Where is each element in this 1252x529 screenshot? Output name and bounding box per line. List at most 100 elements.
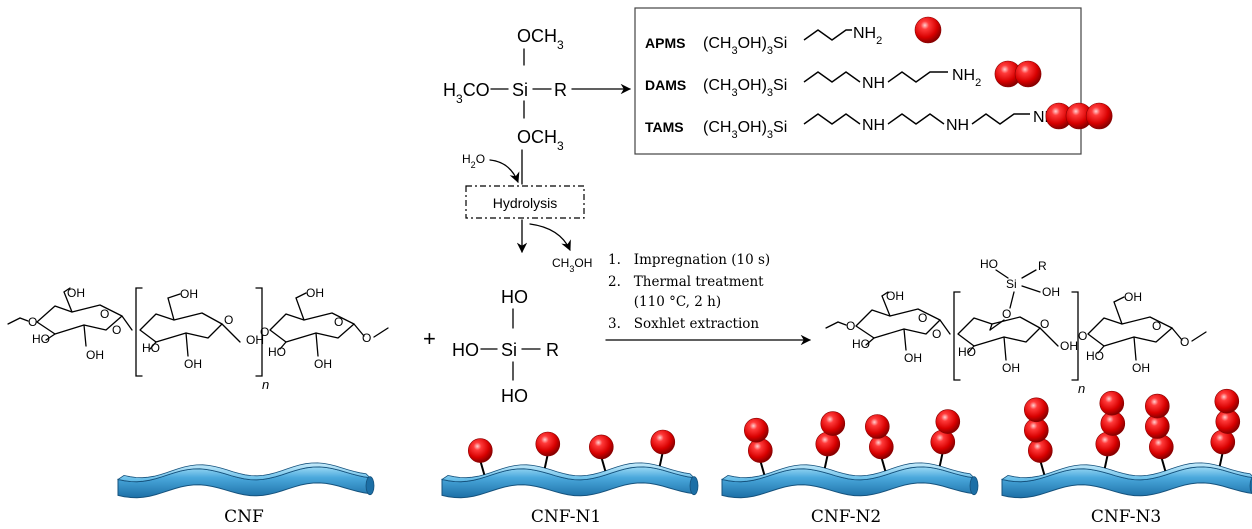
silane-structure: OCH3 H3CO Si R OCH3 [443,26,567,153]
legend-dams-nh: NH [862,75,885,92]
legend-item-dams: DAMS (CH3OH)3Si NH NH2 [645,60,1042,99]
g-ring1-oh-bottom: OH [904,351,922,365]
legend-apms-nh2: NH2 [853,25,882,47]
graft-si: Si [1006,277,1017,291]
graft-r: R [1038,259,1047,273]
aminosilane-legend: APMS (CH3OH)3Si NH2 DAMS (CH3OH)3Si NH N… [634,7,1113,155]
legend-tams-nh-1: NH [862,117,885,134]
g-ring2-oh-bottom: OH [1002,361,1020,375]
amine-sphere [743,417,769,443]
silanol-left-ho: HO [452,340,479,360]
graft-stem [1218,451,1224,467]
amine-sphere [1210,429,1236,455]
legend-sphere [1014,60,1042,88]
amine-sphere [820,411,846,436]
graft-stem [1160,456,1167,472]
fiber-label-cnf-n1: CNF-N1 [531,507,601,527]
ring3-oh-top: OH [306,286,324,300]
graft-stem [543,453,549,469]
amine-sphere [1024,397,1049,423]
plus-sign: + [423,326,436,351]
fiber-body [1001,466,1252,499]
silane-bottom-och3: OCH3 [517,127,564,153]
fiber-end-cap [365,476,375,496]
fiber-label-cnf-n2: CNF-N2 [811,507,881,527]
step-2: 2. Thermal treatment [608,274,764,290]
amine-sphere [650,429,676,455]
fiber-top-surface [1000,462,1252,483]
amine-sphere [1028,438,1053,463]
ring1-oh-bottom: OH [86,348,104,362]
legend-item-tams: TAMS (CH3OH)3Si NH NH NH2 [645,102,1113,141]
legend-item-apms: APMS (CH3OH)3Si NH2 [645,16,942,57]
amine-sphere [1145,393,1170,419]
fiber-top-surface [116,462,372,483]
fiber-top-surface [440,462,696,483]
g-ring3-oh-bottom: OH [1132,361,1150,375]
g-ring2-o: O [1040,317,1049,331]
legend-tams-prefix: (CH3OH)3Si [703,119,787,141]
amine-sphere [588,434,614,460]
legend-tams-nh-2: NH [946,117,969,134]
legend-sphere [1085,102,1113,130]
graft-o: O [1002,307,1011,321]
fiber-cnf-n2 [720,409,979,499]
g-ring3-oh-top: OH [1124,290,1142,304]
cellulose-structure: O OH O HO OH O n OH O HO OH OH O OH O HO [7,286,389,392]
water-label: H2O [462,152,485,170]
graft-stem [658,451,664,467]
legend-tams-abbr: TAMS [645,119,684,135]
silanol-bottom-ho: HO [501,386,528,406]
silanol-r: R [546,340,559,360]
legend-dams-prefix: (CH3OH)3Si [703,77,787,99]
step-3: 3. Soxhlet extraction [608,316,759,332]
fiber-end-cap [689,476,699,496]
silanol-si: Si [501,340,517,360]
ring1-o: O [100,307,109,321]
fiber-illustrations [116,388,1252,499]
graft-stem [1103,453,1109,469]
fiber-label-cnf-n3: CNF-N3 [1091,507,1161,527]
legend-tams-spheres [1045,102,1113,130]
g-ring1-oh-top: OH [886,289,904,303]
graft-stem [1039,460,1046,475]
step-2-cond: (110 °C, 2 h) [608,294,721,310]
fiber-top-surface [720,462,976,483]
fiber-body [441,466,695,499]
repeat-n-right: n [1078,381,1085,396]
graft-stem [479,460,486,475]
amine-sphere [935,409,961,434]
g-o-right: O [1180,335,1189,349]
reaction-conditions: 1. Impregnation (10 s) 2. Thermal treatm… [605,252,812,346]
legend-dams-abbr: DAMS [645,77,686,93]
amine-sphere [1095,431,1121,457]
fiber-end-cap [969,476,979,496]
amine-sphere [864,414,890,439]
cellulose-o-right: O [362,331,371,345]
legend-apms-abbr: APMS [645,35,685,51]
legend-apms-spheres [914,16,942,44]
g-ring3-o: O [1152,319,1161,333]
g-bridge-o-2: O [1078,329,1087,343]
bridge-o-1: O [112,323,121,337]
fiber-label-cnf: CNF [224,507,264,527]
repeat-n-left: n [262,377,269,392]
fiber-body [721,466,975,499]
amine-sphere [815,431,841,457]
silane-top-och3: OCH3 [517,26,564,52]
grafted-cellulose-structure: HO Si R OH O O OH O HO OH O n O HO OH [825,257,1207,396]
amine-sphere [747,438,773,463]
ring1-ho: HO [32,332,50,346]
amine-sphere [1214,388,1240,414]
graft-ho: HO [980,257,998,271]
amine-sphere [868,434,894,460]
amine-sphere [467,438,493,463]
cellulose-o-left: O [28,315,37,329]
graft-stem [938,451,944,467]
graft-stem [759,460,766,475]
legend-sphere [914,16,942,44]
ring2-oh-top: OH [180,287,198,301]
hydrolysis-step: H2O Hydrolysis CH3OH [462,149,592,274]
silane-h3co: H3CO [443,80,490,106]
